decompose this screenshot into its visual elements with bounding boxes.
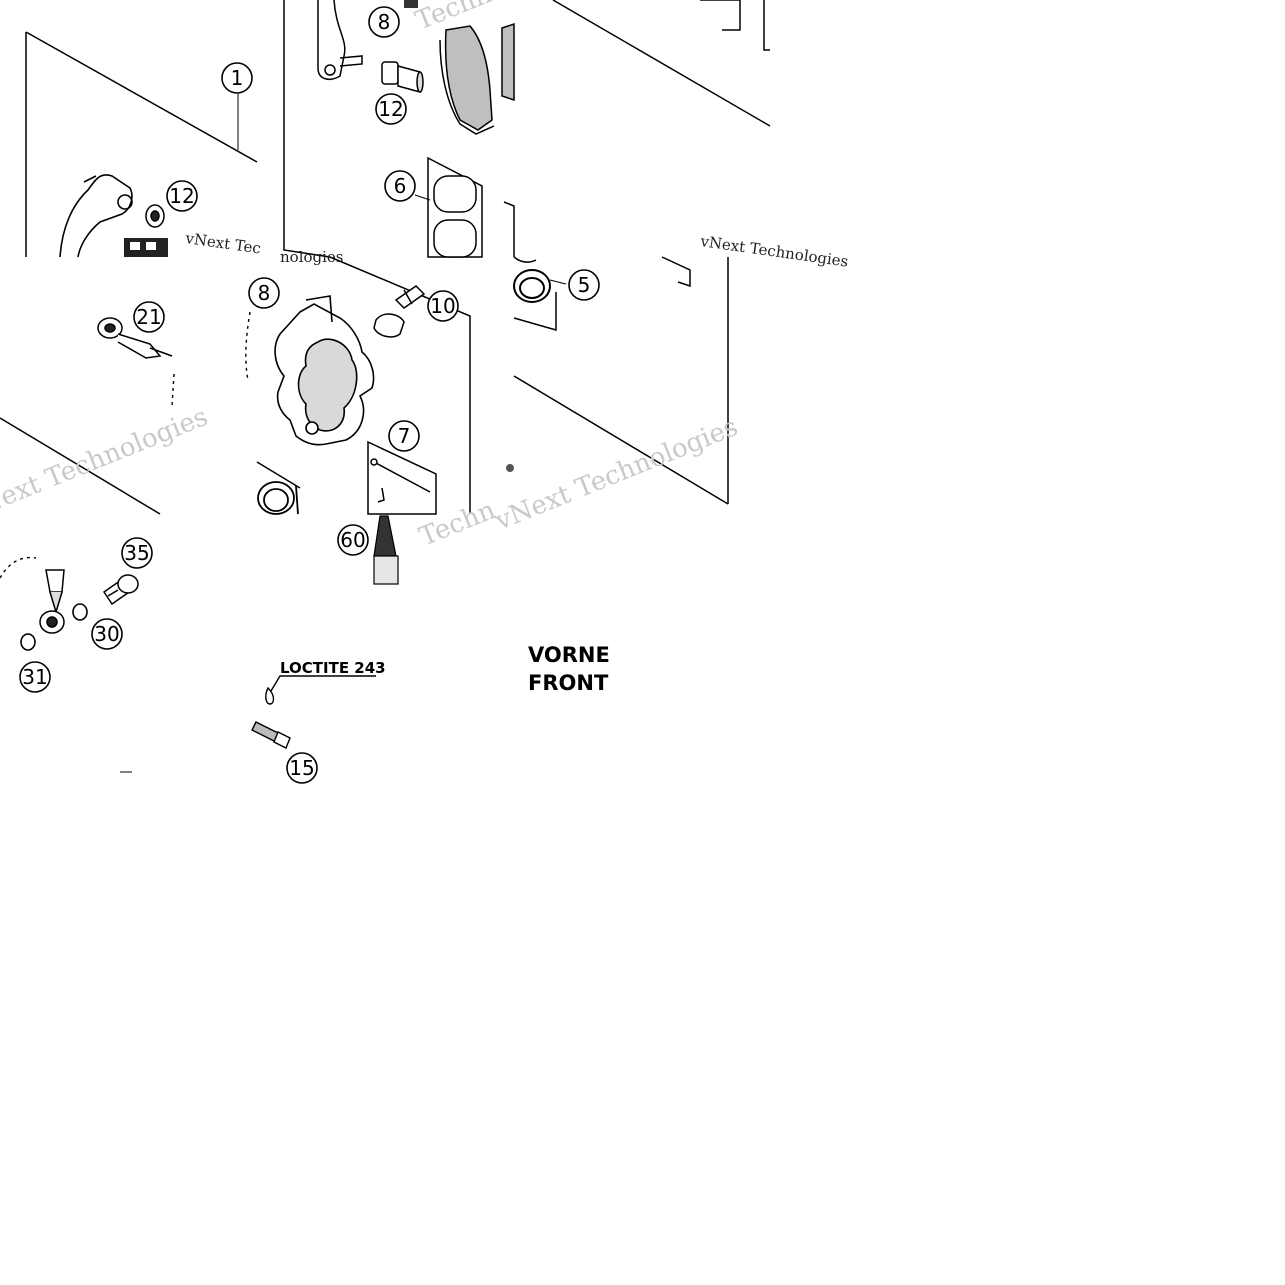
watermark-ghost-4: Techn xyxy=(415,495,500,552)
callout-35: 35 xyxy=(121,537,153,569)
pin-box-7 xyxy=(367,440,437,515)
watermark-text-top: vNext Tec xyxy=(183,229,262,258)
callouts: 1 8 12 12 6 8 10 21 xyxy=(19,6,600,784)
tile-middle-right xyxy=(506,256,729,505)
seal-ring-5 xyxy=(513,269,551,303)
watermark-ghost-1: vNext Technologies xyxy=(0,402,212,527)
callout-60-label: 60 xyxy=(340,528,365,552)
callout-7: 7 xyxy=(388,420,420,452)
callout-31-label: 31 xyxy=(22,665,47,689)
watermark-text-right: vNext Technologies xyxy=(698,232,849,271)
tile-bottom-center xyxy=(251,515,399,749)
callout-8-top-label: 8 xyxy=(378,10,391,34)
annotations: LOCTITE 243 VORNE FRONT xyxy=(280,643,610,695)
seal-rings xyxy=(257,481,299,515)
callout-1: 1 xyxy=(221,62,253,94)
callout-5: 5 xyxy=(568,269,600,301)
callout-5-label: 5 xyxy=(578,273,591,297)
callout-60: 60 xyxy=(337,524,369,556)
brake-hose-fitting xyxy=(39,569,65,634)
caliper-bracket xyxy=(59,174,133,258)
callout-12-center: 12 xyxy=(375,93,407,125)
loctite-leader xyxy=(265,675,376,705)
callout-30-label: 30 xyxy=(94,622,119,646)
callout-31: 31 xyxy=(19,661,51,693)
loctite-label: LOCTITE 243 xyxy=(280,659,386,677)
tile-top-center xyxy=(283,0,495,258)
banjo-bolt-35 xyxy=(102,574,139,606)
callout-10-label: 10 xyxy=(430,294,455,318)
bushing-12 xyxy=(145,204,165,228)
tile-top-left xyxy=(25,31,258,258)
brake-pad xyxy=(439,25,495,135)
direction-label-english: FRONT xyxy=(528,671,609,695)
watermark-text-middle: nologies xyxy=(280,248,344,266)
tile-middle-center xyxy=(256,256,471,515)
callout-10: 10 xyxy=(427,290,459,322)
piston-box-6 xyxy=(427,156,483,258)
caliper-body xyxy=(274,295,375,446)
guide-pin-12 xyxy=(381,61,424,93)
watermarks: vNext Tec vNext Technologies nologies vN… xyxy=(0,0,850,552)
callout-12-left: 12 xyxy=(166,180,198,212)
callout-6-label: 6 xyxy=(394,174,407,198)
watermark-ghost-2: vNext Technologies xyxy=(490,412,742,537)
callout-1-label: 1 xyxy=(231,66,244,90)
callout-7-label: 7 xyxy=(398,424,411,448)
clip-fragment xyxy=(404,0,418,8)
callout-21: 21 xyxy=(133,301,165,333)
pad-clip xyxy=(124,238,168,257)
washer-30 xyxy=(72,603,88,621)
callout-12-left-label: 12 xyxy=(169,184,194,208)
callout-8-middle: 8 xyxy=(248,277,280,309)
grease-tube-60 xyxy=(373,515,399,585)
tile-top-right xyxy=(501,0,771,288)
callout-12-center-label: 12 xyxy=(378,97,403,121)
banjo-hose-21 xyxy=(97,317,173,359)
callout-21-label: 21 xyxy=(136,305,161,329)
direction-label-german: VORNE xyxy=(528,643,610,667)
callout-6: 6 xyxy=(384,170,416,202)
callout-15-label: 15 xyxy=(289,756,314,780)
bolt-15 xyxy=(251,721,291,749)
callout-15: 15 xyxy=(286,752,318,784)
callout-8-middle-label: 8 xyxy=(258,281,271,305)
bracket-arm xyxy=(317,0,363,81)
callout-35-label: 35 xyxy=(124,541,149,565)
bleeder-valve-10 xyxy=(373,285,426,338)
callout-8-top: 8 xyxy=(368,6,400,38)
pad-right-fragment xyxy=(501,22,515,102)
washer-31 xyxy=(20,633,36,651)
tile-middle-left xyxy=(0,311,251,515)
callout-30: 30 xyxy=(91,618,123,650)
tile-bottom-left xyxy=(0,556,139,773)
